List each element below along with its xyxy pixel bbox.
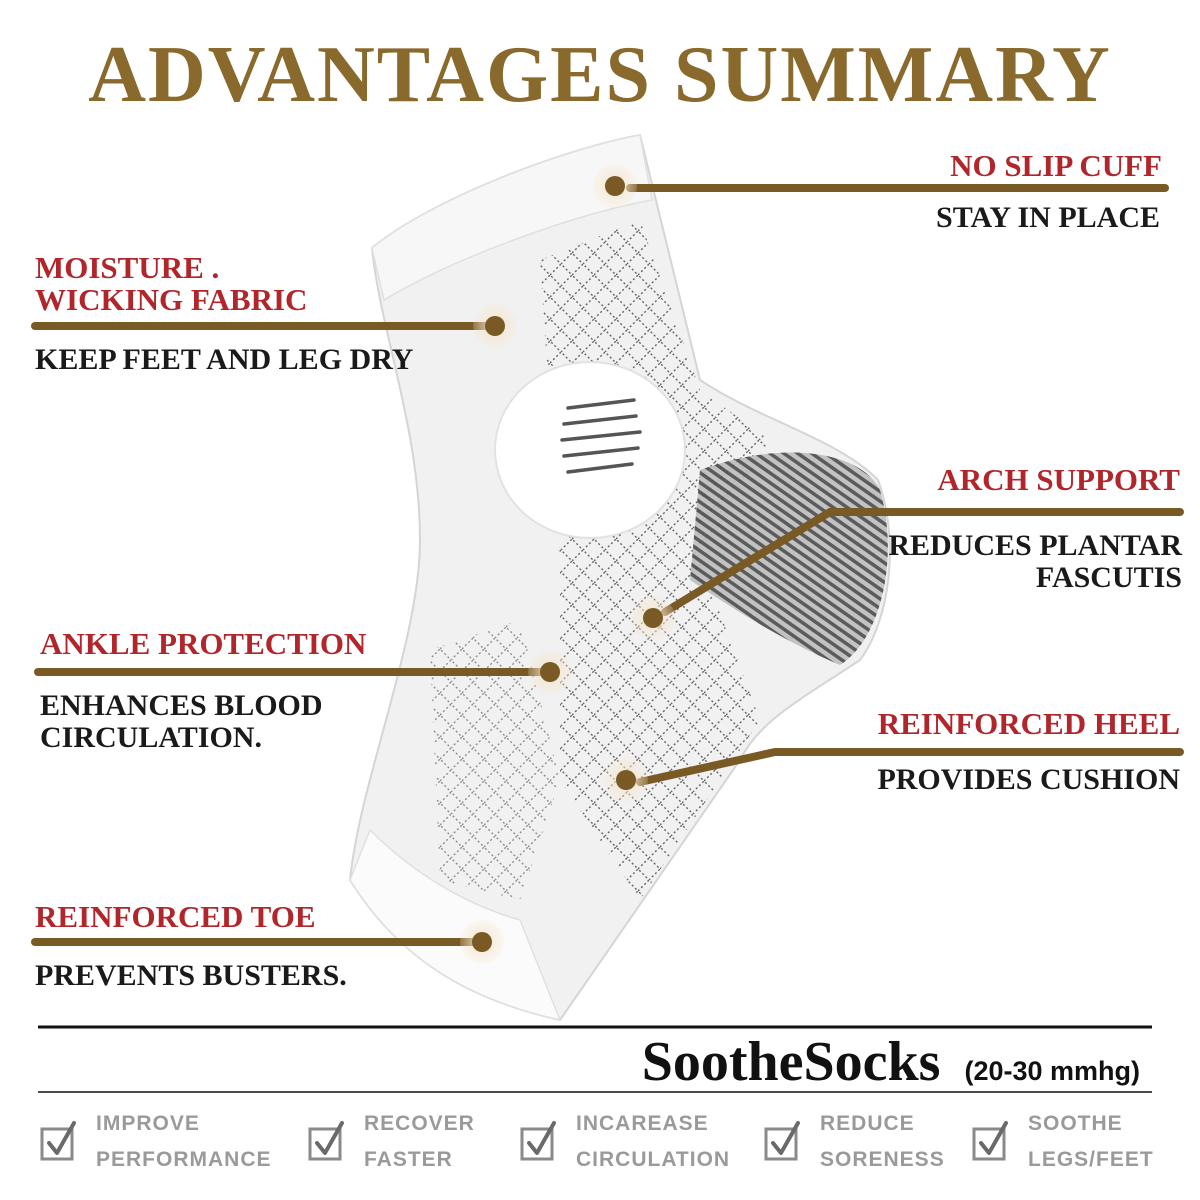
checkbox-check-icon: [764, 1121, 800, 1161]
feature-ankle-protection-title: ANKLE PROTECTION: [40, 626, 367, 661]
leader-reinforced-heel: [636, 748, 1184, 786]
checkbox-check-icon: [40, 1121, 76, 1161]
brand-name: SootheSocks: [641, 1031, 941, 1093]
feature-reinforced-heel-title: REINFORCED HEEL: [877, 706, 1180, 741]
feature-reinforced-toe-desc: PREVENTS BUSTERS.: [35, 959, 347, 992]
feature-reinforced-toe-title: REINFORCED TOE: [35, 899, 316, 934]
benefit-item: IMPROVE PERFORMANCE: [40, 1106, 272, 1178]
marker-dot: [643, 608, 663, 628]
feature-moisture-title-line1: MOISTURE .: [35, 250, 220, 285]
page-title: ADVANTAGES SUMMARY: [88, 31, 1112, 119]
product-name-row: SootheSocks (20-30 mmhg): [642, 1030, 1140, 1094]
marker-dot: [472, 932, 492, 952]
feature-ankle-protection-desc-line2: CIRCULATION.: [40, 721, 262, 754]
benefit-line2: FASTER: [364, 1148, 453, 1171]
benefits-row: IMPROVE PERFORMANCE RECOVER FASTER INCAR…: [40, 1106, 1180, 1186]
marker-dot: [485, 316, 505, 336]
benefit-line2: CIRCULATION: [576, 1148, 731, 1171]
marker-dots: [460, 164, 675, 964]
feature-reinforced-heel-desc: PROVIDES CUSHION: [877, 763, 1180, 796]
benefit-line2: SORENESS: [820, 1148, 945, 1171]
leader-arch-support: [661, 508, 1184, 616]
marker-dot: [540, 662, 560, 682]
benefit-line2: PERFORMANCE: [96, 1148, 272, 1171]
sock-body: [348, 133, 891, 1022]
feature-ankle-protection-desc-line1: ENHANCES BLOOD: [40, 689, 323, 722]
feature-no-slip-cuff-desc: STAY IN PLACE: [936, 201, 1160, 234]
benefit-line2: LEGS/FEET: [1028, 1148, 1154, 1171]
compression-rating: (20-30 mmhg): [964, 1056, 1140, 1086]
feature-no-slip-cuff-title: NO SLIP CUFF: [950, 148, 1162, 183]
feature-moisture-desc: KEEP FEET AND LEG DRY: [35, 343, 414, 376]
feature-arch-support-desc-line2: FASCUTIS: [1035, 561, 1182, 594]
checkbox-check-icon: [308, 1121, 344, 1161]
marker-dot: [605, 176, 625, 196]
feature-arch-support-title: ARCH SUPPORT: [937, 462, 1180, 497]
checkbox-check-icon: [972, 1121, 1008, 1161]
benefit-item: SOOTHE LEGS/FEET: [972, 1106, 1154, 1178]
marker-dot: [616, 770, 636, 790]
benefit-line1: IMPROVE: [96, 1112, 200, 1135]
benefit-item: RECOVER FASTER: [308, 1106, 475, 1178]
feature-moisture-title-line2: WICKING FABRIC: [35, 282, 308, 317]
benefit-line1: REDUCE: [820, 1112, 915, 1135]
benefit-item: INCAREASE CIRCULATION: [520, 1106, 730, 1178]
checkbox-check-icon: [520, 1121, 556, 1161]
benefit-item: REDUCE SORENESS: [764, 1106, 945, 1178]
benefit-line1: SOOTHE: [1028, 1112, 1123, 1135]
benefit-line1: INCAREASE: [576, 1112, 709, 1135]
benefit-line1: RECOVER: [364, 1112, 475, 1135]
feature-arch-support-desc-line1: REDUCES PLANTAR: [888, 529, 1182, 562]
